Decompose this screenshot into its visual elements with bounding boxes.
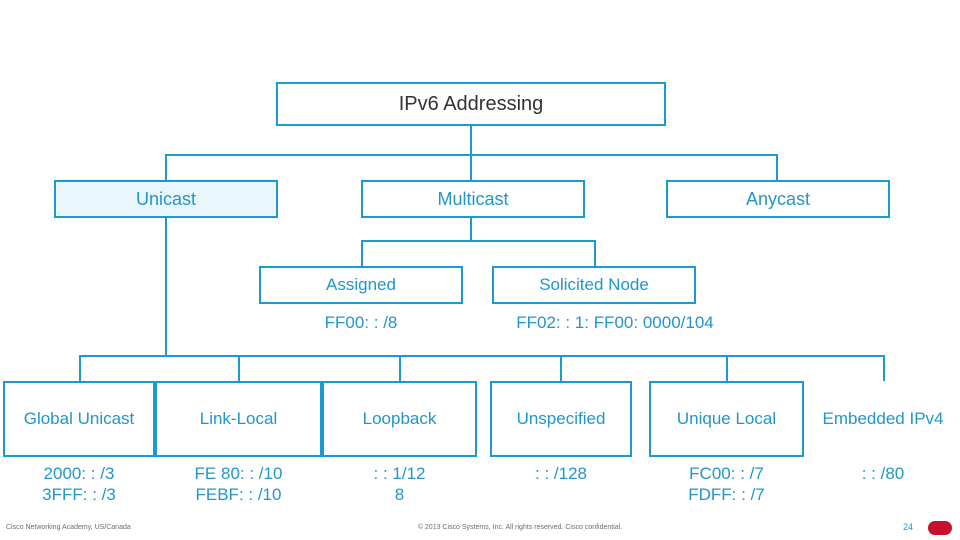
connector-to-anycast [776, 154, 778, 180]
node-embedded-ipv4-label: Embedded IPv4 [822, 408, 944, 428]
node-loopback: Loopback [322, 381, 477, 457]
footer-left-text: Cisco Networking Academy, US/Canada [6, 524, 131, 531]
connector-to-global-unicast [79, 355, 81, 381]
connector-level3-bus [361, 240, 594, 242]
slide-number: 24 [903, 522, 914, 532]
connector-to-unspecified [560, 355, 562, 381]
connector-unicast-stem [165, 218, 167, 355]
connector-to-embedded-ipv4 [883, 355, 885, 381]
footer-copyright: © 2013 Cisco Systems, Inc. All rights re… [417, 524, 623, 531]
value-solicited-node: FF02: : 1: FF00: 0000/104 [516, 313, 714, 332]
node-unicast: Unicast [54, 180, 278, 218]
node-unspecified: Unspecified [490, 381, 632, 457]
connector-multicast-stem [470, 218, 472, 240]
node-anycast: Anycast [666, 180, 890, 218]
connector-to-unicast [165, 154, 167, 180]
title-box: IPv6 Addressing [276, 82, 666, 126]
value-embedded-ipv4: : : /80 [861, 464, 905, 483]
node-solicited-node: Solicited Node [492, 266, 696, 304]
connector-to-loopback [399, 355, 401, 381]
node-loopback-label: Loopback [362, 408, 437, 428]
node-link-local: Link-Local [155, 381, 322, 457]
node-multicast: Multicast [361, 180, 585, 218]
connector-to-solicited [594, 240, 596, 266]
connector-to-assigned [361, 240, 363, 266]
connector-to-unique-local [726, 355, 728, 381]
node-embedded-ipv4: Embedded IPv4 [807, 381, 959, 457]
node-anycast-label: Anycast [745, 188, 811, 209]
node-unique-local: Unique Local [649, 381, 804, 457]
connector-title-stem [470, 126, 472, 154]
connector-leaf-bus [79, 355, 883, 357]
value-unspecified: : : /128 [535, 464, 587, 483]
page-title: IPv6 Addressing [398, 92, 544, 115]
node-link-local-label: Link-Local [199, 408, 278, 428]
value-assigned: FF00: : /8 [324, 313, 398, 332]
connector-to-multicast [470, 154, 472, 180]
node-unicast-label: Unicast [135, 188, 197, 209]
node-unspecified-label: Unspecified [516, 408, 606, 428]
node-unique-local-label: Unique Local [676, 408, 777, 428]
node-solicited-node-label: Solicited Node [539, 275, 649, 295]
connector-to-link-local [238, 355, 240, 381]
node-assigned: Assigned [259, 266, 463, 304]
node-assigned-label: Assigned [326, 275, 396, 295]
node-multicast-label: Multicast [437, 188, 509, 209]
node-global-unicast-label: Global Unicast [23, 408, 135, 428]
node-global-unicast: Global Unicast [3, 381, 155, 457]
cisco-logo-mark [928, 521, 952, 535]
